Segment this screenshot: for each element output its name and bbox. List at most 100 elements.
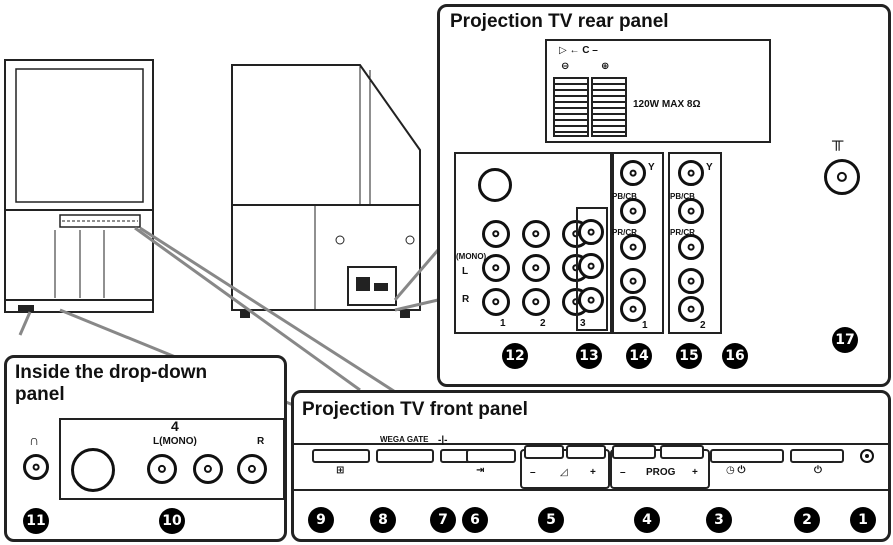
- dropdown-title-line2: panel: [15, 384, 65, 405]
- prog-plus-button[interactable]: [660, 445, 704, 459]
- prog-plus-label: +: [692, 467, 698, 478]
- audio-r-label: R: [462, 294, 470, 305]
- comp2-pb-jack[interactable]: [678, 198, 704, 224]
- power-button[interactable]: [790, 449, 844, 463]
- comp1-l-jack[interactable]: [620, 268, 646, 294]
- monitor-out-r-jack[interactable]: [578, 287, 604, 313]
- speaker-terminal-box: ▷ ← C – ⊖ ⊕ 120W MAX 8Ω: [545, 39, 771, 143]
- mono-label: (MONO): [456, 252, 487, 261]
- callout-4: 4: [634, 507, 660, 533]
- audio-r-jack-2[interactable]: [522, 288, 550, 316]
- input-select-button[interactable]: [466, 449, 516, 463]
- comp2-y-jack[interactable]: [678, 160, 704, 186]
- volume-minus-button[interactable]: [524, 445, 564, 459]
- comp1-y-jack[interactable]: [620, 160, 646, 186]
- dropdown-panel: Inside the drop-down panel ∩ 4 L(MONO) R…: [4, 355, 287, 542]
- audio-l-jack-4[interactable]: [193, 454, 223, 484]
- callout-9: 9: [308, 507, 334, 533]
- comp2-y-label: Y: [706, 162, 713, 173]
- antenna-jack[interactable]: [824, 159, 860, 195]
- callout-10: 10: [159, 508, 185, 534]
- s-video-jack[interactable]: [478, 168, 512, 202]
- callout-2: 2: [794, 507, 820, 533]
- speaker-label: ▷ ← C –: [559, 45, 598, 56]
- input-2-label: 2: [540, 318, 546, 329]
- volume-plus-button[interactable]: [566, 445, 606, 459]
- prog-minus-button[interactable]: [612, 445, 656, 459]
- speaker-terminal-minus[interactable]: [553, 77, 589, 137]
- wega-gate-button[interactable]: [376, 449, 434, 463]
- volume-plus-label: +: [590, 467, 596, 478]
- headphone-icon: ∩: [29, 432, 40, 448]
- monitor-out-box: [576, 207, 608, 331]
- callout-1: 1: [850, 507, 876, 533]
- comp1-label: 1: [642, 320, 648, 331]
- audio-r-jack-4[interactable]: [237, 454, 267, 484]
- video-jack-2[interactable]: [522, 220, 550, 248]
- callout-14: 14: [626, 343, 652, 369]
- prog-label: PROG: [646, 467, 676, 478]
- comp2-r-jack[interactable]: [678, 296, 704, 322]
- front-panel-strip: [294, 443, 891, 491]
- component-2-box: Y PB/CB PR/CR 2: [668, 152, 722, 334]
- front-panel: Projection TV front panel ⊞ WEGA GATE -|…: [291, 390, 891, 542]
- callout-3: 3: [706, 507, 732, 533]
- comp2-pb-label: PB/CB: [670, 192, 695, 201]
- comp1-pr-label: PR/CR: [612, 228, 637, 237]
- prog-minus-label: –: [620, 467, 626, 478]
- comp1-pb-jack[interactable]: [620, 198, 646, 224]
- callout-17: 17: [832, 327, 858, 353]
- speaker-terminal-plus[interactable]: [591, 77, 627, 137]
- callout-15: 15: [676, 343, 702, 369]
- comp1-pr-jack[interactable]: [620, 234, 646, 260]
- callout-12: 12: [502, 343, 528, 369]
- audio-l-label: L: [462, 266, 469, 277]
- input-select-icon: ⇥: [476, 465, 485, 476]
- callout-6: 6: [462, 507, 488, 533]
- speaker-plus-label: ⊕: [601, 61, 610, 72]
- timer-icon: ◷ ⏻: [726, 465, 746, 476]
- front-panel-title: Projection TV front panel: [302, 399, 528, 420]
- volume-minus-label: –: [530, 467, 536, 478]
- tv-front-illustration: [4, 59, 154, 313]
- callout-13: 13: [576, 343, 602, 369]
- r-label: R: [257, 436, 265, 447]
- reset-icon: -|-: [438, 435, 448, 446]
- callout-7: 7: [430, 507, 456, 533]
- speaker-rating: 120W MAX 8Ω: [633, 99, 701, 110]
- comp1-r-jack[interactable]: [620, 296, 646, 322]
- l-mono-label: L(MONO): [153, 436, 197, 447]
- monitor-out-l-jack[interactable]: [578, 253, 604, 279]
- callout-11: 11: [23, 508, 49, 534]
- standby-indicator: [860, 449, 874, 463]
- power-icon: ⏻: [814, 465, 822, 476]
- input-1-label: 1: [500, 318, 506, 329]
- comp1-y-label: Y: [648, 162, 655, 173]
- audio-l-jack-2[interactable]: [522, 254, 550, 282]
- volume-icon: ◿: [560, 467, 568, 478]
- rear-panel: Projection TV rear panel ▷ ← C – ⊖ ⊕ 120…: [437, 4, 891, 387]
- comp2-pr-label: PR/CR: [670, 228, 695, 237]
- comp2-l-jack[interactable]: [678, 268, 704, 294]
- timer-button[interactable]: [710, 449, 784, 463]
- callout-5: 5: [538, 507, 564, 533]
- component-1-box: Y PB/CB PR/CR 1: [610, 152, 664, 334]
- audio-r-jack-1[interactable]: [482, 288, 510, 316]
- s-video-jack-4[interactable]: [71, 448, 115, 492]
- callout-16: 16: [722, 343, 748, 369]
- callout-8: 8: [370, 507, 396, 533]
- audio-l-jack-1[interactable]: [482, 254, 510, 282]
- video-jack-1[interactable]: [482, 220, 510, 248]
- tv-side-illustration: [231, 64, 421, 318]
- monitor-out-video-jack[interactable]: [578, 219, 604, 245]
- picture-mode-button[interactable]: [312, 449, 370, 463]
- headphone-jack[interactable]: [23, 454, 49, 480]
- video-jack-4[interactable]: [147, 454, 177, 484]
- comp2-pr-jack[interactable]: [678, 234, 704, 260]
- picture-mode-icon: ⊞: [336, 465, 345, 476]
- wega-gate-label: WEGA GATE: [380, 435, 429, 444]
- rear-panel-title: Projection TV rear panel: [450, 11, 669, 32]
- antenna-icon: ╥: [832, 133, 844, 150]
- dropdown-title-line1: Inside the drop-down: [15, 362, 208, 383]
- input-3-label: 3: [580, 318, 586, 329]
